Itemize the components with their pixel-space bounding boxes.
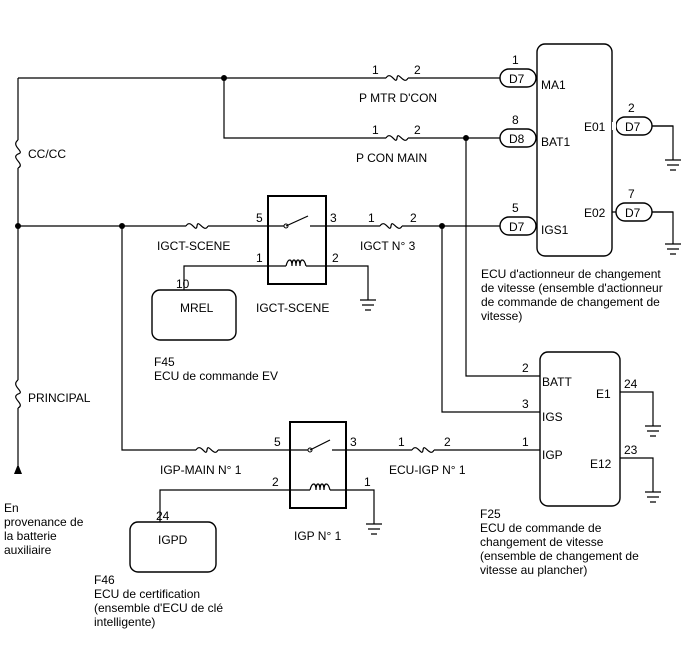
fuse-label: P MTR D'CON: [359, 91, 437, 105]
component-code: F46: [94, 573, 115, 587]
pin-number: 5: [512, 201, 519, 215]
fuse-pmtr-icon: [385, 75, 409, 81]
pin-number: 3: [350, 435, 357, 449]
terminal-label: IGP: [542, 448, 563, 462]
pin-number: 2: [332, 251, 339, 265]
component-code: F25: [480, 507, 501, 521]
pin-number: 2: [414, 63, 421, 77]
pin-number: 10: [176, 277, 190, 291]
fuse-label: P CON MAIN: [356, 151, 427, 165]
terminal-label: MA1: [541, 78, 566, 92]
wire-batt: [465, 138, 540, 377]
ecu-description: (ensemble d'ECU de clé: [94, 601, 223, 615]
fuse-pcon-icon: [385, 135, 409, 141]
connector-icon: [499, 68, 653, 236]
ecu-description: vitesse au plancher): [480, 563, 587, 577]
fuse-principal-icon: [15, 379, 21, 409]
pin-number: 1: [522, 435, 529, 449]
igpd-label: IGPD: [158, 533, 188, 547]
pin-number: 1: [364, 475, 371, 489]
pin-number: 3: [330, 211, 337, 225]
source-label: En: [4, 501, 19, 515]
pin-number: 2: [628, 101, 635, 115]
pin-number: 1: [372, 123, 379, 137]
wire-igp-main: [121, 226, 300, 451]
pin-number: 2: [444, 435, 451, 449]
igpd-box: [129, 521, 217, 573]
ecu-description: vitesse): [481, 309, 522, 323]
pin-number: 5: [274, 435, 281, 449]
wire-igs: [441, 226, 540, 413]
pin-number: 5: [256, 211, 263, 225]
pin-number: 1: [398, 435, 405, 449]
fuse-igp-main-icon: [195, 447, 219, 453]
terminal-label: IGS: [542, 410, 563, 424]
mrel-label: MREL: [180, 301, 214, 315]
terminal-label: BATT: [542, 375, 572, 389]
terminal-label: E1: [596, 387, 611, 401]
fuse-igct3-icon: [379, 223, 403, 229]
fuse-label: ECU-IGP N° 1: [389, 463, 466, 477]
terminal-label: E12: [590, 457, 612, 471]
ecu-description: ECU d'actionneur de changement: [481, 267, 661, 281]
ecu-description: changement de vitesse: [480, 535, 604, 549]
relay-label: IGP N° 1: [294, 529, 342, 543]
fuse-label: IGCT-SCENE: [157, 239, 230, 253]
ecu-description: de commande de changement de: [481, 295, 660, 309]
pin-number: 2: [414, 123, 421, 137]
connector-code: D7: [625, 120, 641, 134]
source-label: auxiliaire: [4, 543, 52, 557]
source-label: la batterie: [4, 529, 57, 543]
component-code: F45: [154, 355, 175, 369]
connector-wires: [652, 125, 673, 213]
ecu-description: ECU de certification: [94, 587, 200, 601]
ecu-description: ECU de commande de: [480, 521, 602, 535]
relay-igp: [289, 421, 347, 509]
ecu-description: ECU de commande EV: [154, 369, 278, 383]
fuse-label: CC/CC: [28, 147, 66, 161]
pin-number: 7: [628, 187, 635, 201]
pin-number: 8: [512, 113, 519, 127]
pin-number: 1: [512, 53, 519, 67]
terminal-label: BAT1: [541, 135, 570, 149]
pin-number: 23: [624, 443, 638, 457]
ecu-description: de vitesse (ensemble d'actionneur: [481, 281, 663, 295]
connector-code: D7: [625, 206, 641, 220]
relay-label: IGCT-SCENE: [256, 301, 329, 315]
ecu-description: intelligente): [94, 615, 155, 629]
connector-code: D8: [509, 132, 525, 146]
terminal-label: E01: [584, 120, 606, 134]
pin-number: 1: [368, 211, 375, 225]
pin-number: 1: [256, 251, 263, 265]
pin-number: 1: [372, 63, 379, 77]
pin-number: 2: [522, 361, 529, 375]
fuse-label: IGP-MAIN N° 1: [160, 463, 242, 477]
terminal-label: IGS1: [541, 223, 569, 237]
connector-code: D7: [509, 220, 525, 234]
terminal-label: E02: [584, 206, 606, 220]
junction-dots: [15, 75, 469, 229]
fuse-ecu-igp-icon: [411, 447, 435, 453]
fuse-label: PRINCIPAL: [28, 391, 91, 405]
fuse-label: IGCT N° 3: [360, 239, 416, 253]
fuse-igct-scene-icon: [185, 223, 209, 229]
pin-number: 24: [624, 377, 638, 391]
ground-icon: [360, 159, 681, 535]
battery-arrow-icon: [14, 464, 22, 474]
relay-igct-scene: [267, 195, 327, 285]
ecu-shift-box: [539, 351, 621, 507]
mrel-box: [151, 289, 237, 341]
pin-number: 2: [272, 475, 279, 489]
pin-number: 24: [156, 509, 170, 523]
ecu-actuator-box: [536, 43, 613, 257]
ecu-description: (ensemble de changement de: [480, 549, 639, 563]
source-label: provenance de: [4, 515, 84, 529]
pin-number: 2: [410, 211, 417, 225]
connector-code: D7: [509, 72, 525, 86]
fuse-cc-icon: [15, 139, 21, 169]
pin-number: 3: [522, 397, 529, 411]
wire-pcon: [223, 78, 500, 139]
